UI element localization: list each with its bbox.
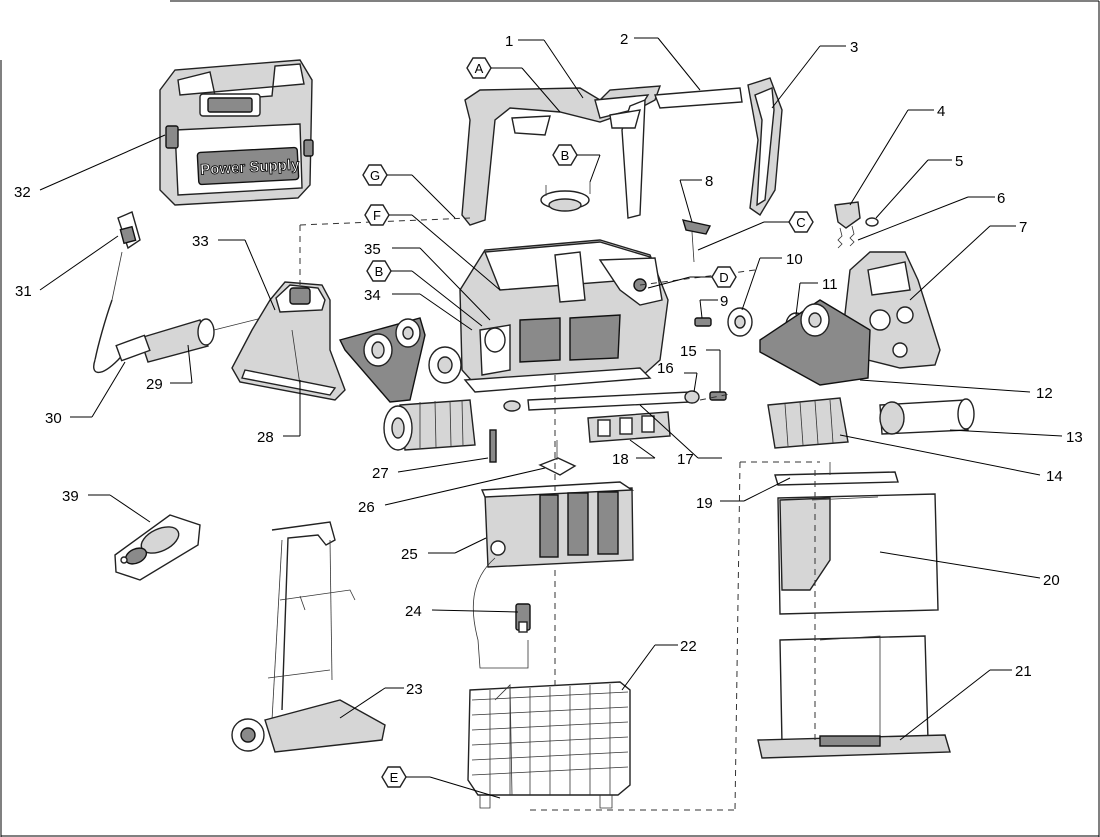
part-pin: [681, 219, 712, 263]
callout-35: 35: [364, 241, 381, 258]
callout-e: E: [390, 770, 399, 785]
callout-11: 11: [822, 276, 838, 293]
part-small-pin: [694, 317, 712, 327]
callout-12: 12: [1036, 385, 1053, 402]
part-robot-body: [459, 239, 669, 393]
callout-30: 30: [45, 410, 62, 427]
callout-27: 27: [372, 465, 389, 482]
part-power-supply: Power Supply: [159, 59, 314, 206]
callout-19: 19: [696, 495, 713, 512]
part-filter-frame: [774, 462, 939, 615]
callout-c: C: [796, 215, 805, 230]
callout-a: A: [475, 61, 484, 76]
part-brush-left: [383, 399, 476, 451]
part-b-fitting: [540, 182, 591, 212]
part-brush-right: [767, 397, 975, 449]
part-right-track: [727, 299, 871, 386]
callout-3: 3: [850, 39, 858, 56]
part-swivel-plug: [111, 211, 141, 301]
callout-c-hex: [788, 211, 814, 233]
callout-20: 20: [1043, 572, 1060, 589]
callout-f: F: [373, 208, 381, 223]
callout-15: 15: [680, 343, 697, 360]
callout-33: 33: [192, 233, 209, 250]
callout-b-top: B: [561, 148, 570, 163]
callout-13: 13: [1066, 429, 1083, 446]
callout-26: 26: [358, 499, 375, 516]
callout-16: 16: [657, 360, 674, 377]
part-left-track: [338, 317, 462, 403]
part-remote: [114, 514, 201, 581]
part-impeller: [538, 440, 577, 476]
power-supply-logo-text: Power Supply: [200, 156, 301, 178]
part-latch: [834, 201, 879, 249]
callout-32: 32: [14, 184, 31, 201]
callout-29: 29: [146, 376, 163, 393]
part-filter-basket: [467, 681, 631, 809]
callout-5: 5: [955, 153, 963, 170]
part-filter-bottom: [757, 635, 951, 759]
callout-18: 18: [612, 451, 629, 468]
callout-14: 14: [1046, 468, 1063, 485]
callout-39: 39: [62, 488, 79, 505]
callout-9: 9: [720, 293, 728, 310]
callout-22: 22: [680, 638, 697, 655]
callout-28: 28: [257, 429, 274, 446]
callout-24: 24: [405, 603, 422, 620]
callout-1: 1: [505, 33, 513, 50]
part-motor-unit: [480, 481, 635, 568]
callout-34: 34: [364, 287, 381, 304]
callout-g: G: [370, 168, 380, 183]
callout-10: 10: [786, 251, 803, 268]
part-handle: [461, 77, 783, 226]
part-bracket: [489, 429, 497, 463]
callout-b-mid: B: [375, 264, 384, 279]
callout-2: 2: [620, 31, 628, 48]
part-side-panel-left: [231, 281, 346, 401]
callout-25: 25: [401, 546, 418, 563]
callout-8: 8: [705, 173, 713, 190]
callout-23: 23: [406, 681, 423, 698]
callout-d-hex: [711, 266, 737, 288]
callout-7: 7: [1019, 219, 1027, 236]
part-caddy: [231, 521, 386, 753]
callout-21: 21: [1015, 663, 1032, 680]
callout-31: 31: [15, 283, 32, 300]
callout-d: D: [719, 270, 728, 285]
callout-6: 6: [997, 190, 1005, 207]
callout-4: 4: [937, 103, 945, 120]
part-floating-cable: [93, 299, 263, 374]
part-motor-cable: [472, 557, 531, 669]
part-axle: [503, 390, 727, 412]
callout-17: 17: [677, 451, 694, 468]
part-strip: [587, 411, 671, 443]
